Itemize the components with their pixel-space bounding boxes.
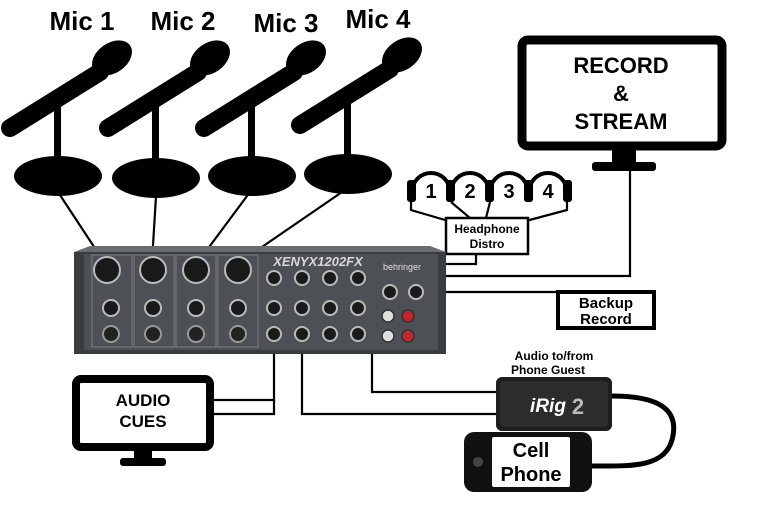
microphone-1: Mic 1	[1, 6, 132, 196]
cable-phone-guest-in	[300, 330, 496, 416]
headphone-4-label: 4	[542, 181, 554, 203]
headphone-2-label: 2	[464, 181, 475, 203]
audio-cues-line-1: AUDIO	[116, 391, 171, 410]
headphone-4: 4	[524, 171, 572, 203]
mixer-channel-1	[91, 254, 133, 348]
headphone-3-label: 3	[503, 181, 514, 203]
headphones-group: 1 2 3 4	[407, 171, 572, 224]
audio-cues-line-2: CUES	[119, 412, 166, 431]
backup-record-line-2: Record	[580, 311, 632, 328]
irig-interface: iRig 2	[496, 377, 677, 469]
mixer-channel-3	[175, 254, 217, 348]
mixer-channel-4	[217, 254, 259, 348]
record-stream-monitor: RECORD & STREAM	[517, 35, 727, 171]
headphone-distro: Headphone Distro	[444, 216, 530, 256]
cell-phone-line-1: Cell	[513, 440, 550, 462]
mixer-brand-label: behringer	[383, 262, 421, 272]
monitor-line-2: &	[613, 81, 629, 106]
cell-phone: Cell Phone	[464, 432, 592, 492]
xlr-input-4	[224, 256, 252, 284]
backup-record-line-1: Backup	[579, 295, 633, 312]
headphone-distro-line-1: Headphone	[454, 222, 520, 236]
monitor-line-1: RECORD	[573, 53, 668, 78]
mixer: XENYX1202FX behringer	[74, 246, 446, 354]
monitor-line-3: STREAM	[575, 109, 668, 134]
cable-audio-cues-2	[210, 400, 276, 416]
microphone-4: Mic 4	[291, 4, 422, 194]
headphone-distro-line-2: Distro	[470, 237, 505, 251]
xlr-input-3	[182, 256, 210, 284]
microphone-3: Mic 3	[195, 8, 326, 196]
mic-1-label: Mic 1	[49, 6, 114, 36]
microphone-2: Mic 2	[99, 6, 230, 198]
mixer-channel-strips	[91, 254, 424, 348]
mixer-channel-2	[133, 254, 175, 348]
mixer-output-jacks	[266, 270, 424, 342]
xlr-input-1	[93, 256, 121, 284]
xlr-input-2	[139, 256, 167, 284]
phone-guest-label: Audio to/from Phone Guest	[511, 349, 593, 377]
irig-brand-label: iRig	[530, 396, 566, 417]
cell-phone-line-2: Phone	[500, 464, 561, 486]
mic-4-label: Mic 4	[345, 4, 411, 34]
audio-cues-monitor: AUDIO CUES	[72, 375, 214, 466]
mixer-model-label: XENYX1202FX	[272, 254, 364, 269]
irig-model-label: 2	[572, 394, 584, 419]
mixer-rca-jacks	[381, 309, 415, 343]
phone-guest-line-2: Phone Guest	[511, 363, 585, 377]
mic-3-label: Mic 3	[253, 8, 318, 38]
phone-guest-line-1: Audio to/from	[515, 349, 594, 363]
microphones: Mic 1 Mic 2 Mic 3 Mic 4	[1, 4, 422, 198]
headphone-1-label: 1	[425, 181, 436, 203]
backup-record-box: Backup Record	[556, 290, 656, 330]
mic-2-label: Mic 2	[150, 6, 215, 36]
irig-cable	[591, 393, 677, 469]
